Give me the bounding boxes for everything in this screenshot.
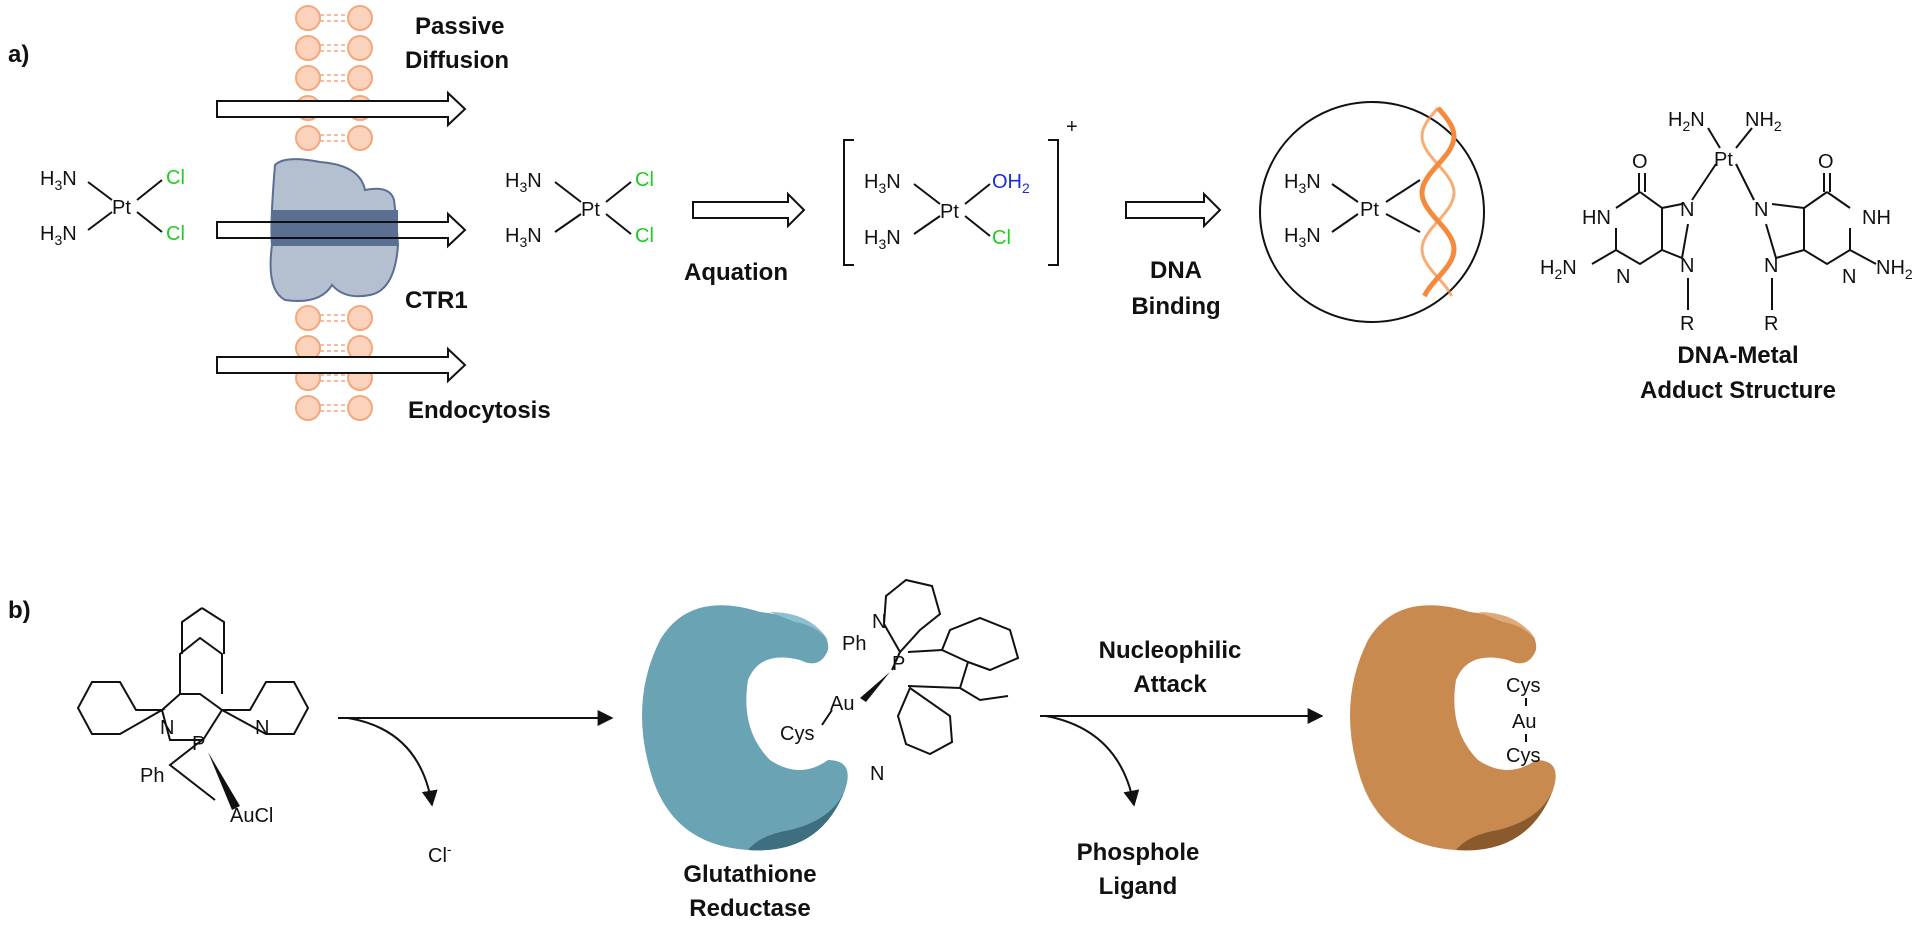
ctr1-arrow [216,211,467,249]
svg-text:R: R [1680,313,1694,335]
svg-text:H2N: H2N [1668,109,1705,134]
panel-a-label: a) [8,41,29,68]
svg-text:Pt: Pt [940,201,959,223]
svg-text:Au: Au [1512,711,1536,733]
svg-text:R: R [1764,313,1778,335]
svg-text:H3N: H3N [1284,171,1321,196]
chloride-release-arrow [347,717,438,807]
svg-text:NH: NH [1862,207,1891,229]
svg-text:H3N: H3N [505,225,542,250]
svg-text:H3N: H3N [1284,225,1321,250]
svg-text:AuCl: AuCl [230,805,273,827]
svg-text:N: N [1616,266,1630,288]
adduct-label-1: DNA-Metal [1677,342,1798,369]
svg-text:H2N: H2N [1540,257,1577,282]
svg-text:H3N: H3N [864,227,901,252]
glutathione-label-1: Glutathione [683,861,816,888]
dna-label-2: Binding [1131,293,1220,320]
inhibited-enzyme [1350,605,1556,851]
svg-text:N: N [1764,255,1778,277]
svg-text:Cys: Cys [780,723,814,745]
ctr1-label: CTR1 [405,287,468,314]
svg-text:N: N [255,717,269,739]
cl-1: Cl [166,167,185,189]
cys-au-cys: Cys Au Cys [1506,675,1540,767]
dna-helix-icon [1419,106,1457,298]
ctr1-transporter [269,158,400,302]
phosphole-label-2: Ligand [1099,873,1178,900]
svg-text:Cl: Cl [635,225,654,247]
dna-label-1: DNA [1150,257,1202,284]
aquation-arrow [692,191,806,229]
passive-label-1: Passive [415,13,504,40]
svg-text:Au: Au [830,693,854,715]
glutathione-reductase-enzyme [642,605,848,851]
membrane-arrows [216,90,467,384]
svg-text:N: N [870,763,884,785]
svg-text:NH2: NH2 [1876,257,1913,282]
pt-dna-circle: H3N H3N Pt [1259,101,1485,323]
cl-2: Cl [166,223,185,245]
passive-label-2: Diffusion [405,47,509,74]
svg-text:Cl: Cl [635,169,654,191]
svg-text:O: O [1632,151,1648,173]
pt-1: Pt [112,197,131,219]
cisplatin-outside: H3N H3N Pt Cl Cl [40,167,185,248]
svg-text:O: O [1818,151,1834,173]
aquated-complex: + H3N H3N Pt OH2 Cl [843,116,1078,266]
svg-text:H3N: H3N [864,171,901,196]
nucleophilic-label-2: Attack [1133,671,1207,698]
dna-binding-arrow [1125,191,1222,229]
h3n-2: H3N [40,223,77,248]
svg-text:H3N: H3N [505,170,542,195]
svg-text:P: P [192,733,205,755]
bound-gold-complex: Ph P Au Cys N N [780,578,1020,785]
svg-text:Cys: Cys [1506,745,1540,767]
phosphole-label-1: Phosphole [1077,839,1200,866]
svg-text:P: P [892,653,905,675]
svg-text:Cl: Cl [992,227,1011,249]
svg-text:+: + [1066,116,1078,138]
panel-b-label: b) [8,597,31,624]
aquation-label: Aquation [684,259,788,286]
nucleophilic-label-1: Nucleophilic [1099,637,1242,664]
ligand-release-arrow [1045,715,1140,807]
svg-text:N: N [872,611,886,633]
svg-text:N: N [160,717,174,739]
passive-diffusion-arrow [216,90,467,128]
endocytosis-label: Endocytosis [408,397,551,424]
svg-text:Ph: Ph [140,765,164,787]
glutathione-label-2: Reductase [689,895,810,922]
svg-text:Pt: Pt [581,199,600,221]
chloride-label: Cl- [428,841,452,867]
h3n-1: H3N [40,168,77,193]
svg-text:N: N [1842,266,1856,288]
svg-text:Ph: Ph [842,633,866,655]
svg-text:Pt: Pt [1714,149,1733,171]
svg-text:OH2: OH2 [992,171,1030,196]
svg-text:Cys: Cys [1506,675,1540,697]
svg-text:Pt: Pt [1360,199,1379,221]
phosphole-gold-complex: N N P Ph AuCl [76,607,310,827]
svg-text:N: N [1680,199,1694,221]
cisplatin-inside: H3N H3N Pt Cl Cl [505,169,654,250]
adduct-label-2: Adduct Structure [1640,377,1836,404]
svg-text:HN: HN [1582,207,1611,229]
svg-text:N: N [1680,255,1694,277]
svg-text:NH2: NH2 [1745,109,1782,134]
endocytosis-arrow [216,346,467,384]
dna-metal-adduct: H2N NH2 Pt O HN N N N R H2N O NH N N N R… [1540,109,1913,335]
svg-text:N: N [1754,199,1768,221]
